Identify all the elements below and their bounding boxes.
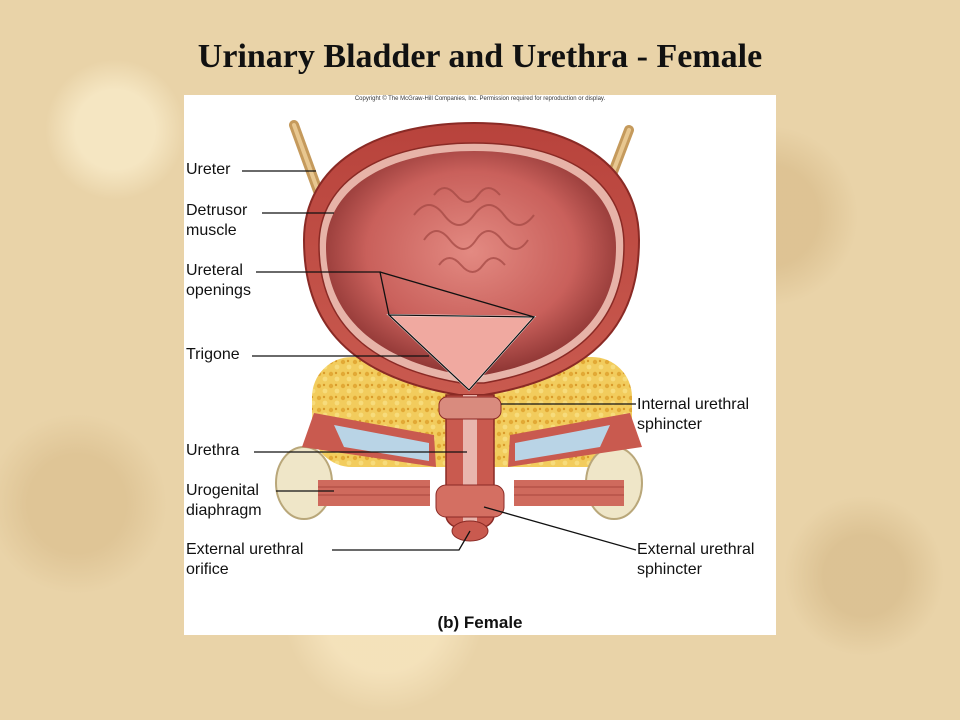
external-sphincter (435, 484, 505, 518)
label-ureter: Ureter (186, 161, 231, 178)
label-ureteral-openings: Ureteral openings (186, 262, 251, 299)
diagram-panel: Copyright © The McGraw-Hill Companies, I… (184, 95, 776, 635)
bladder-illustration (242, 120, 643, 551)
urogenital-diaphragm-left (318, 480, 430, 506)
label-external-orifice: External urethral orifice (186, 541, 304, 578)
label-urethra: Urethra (186, 442, 240, 459)
figure-caption: (b) Female (437, 613, 523, 632)
label-detrusor: Detrusor muscle (186, 202, 248, 239)
internal-sphincter (438, 396, 502, 420)
ureteral-leader-right (379, 271, 535, 318)
label-external-sphincter: External urethral sphincter (637, 541, 755, 578)
external-sphincter-leader (483, 506, 637, 551)
urogenital-diaphragm-right (514, 480, 624, 506)
label-urogenital: Urogenital diaphragm (186, 482, 262, 519)
orifice-leader (332, 530, 471, 551)
label-trigone: Trigone (186, 346, 240, 363)
copyright-notice: Copyright © The McGraw-Hill Companies, I… (354, 96, 606, 102)
label-internal-sphincter: Internal urethral sphincter (637, 396, 750, 433)
slide-title: Urinary Bladder and Urethra - Female (197, 38, 763, 75)
